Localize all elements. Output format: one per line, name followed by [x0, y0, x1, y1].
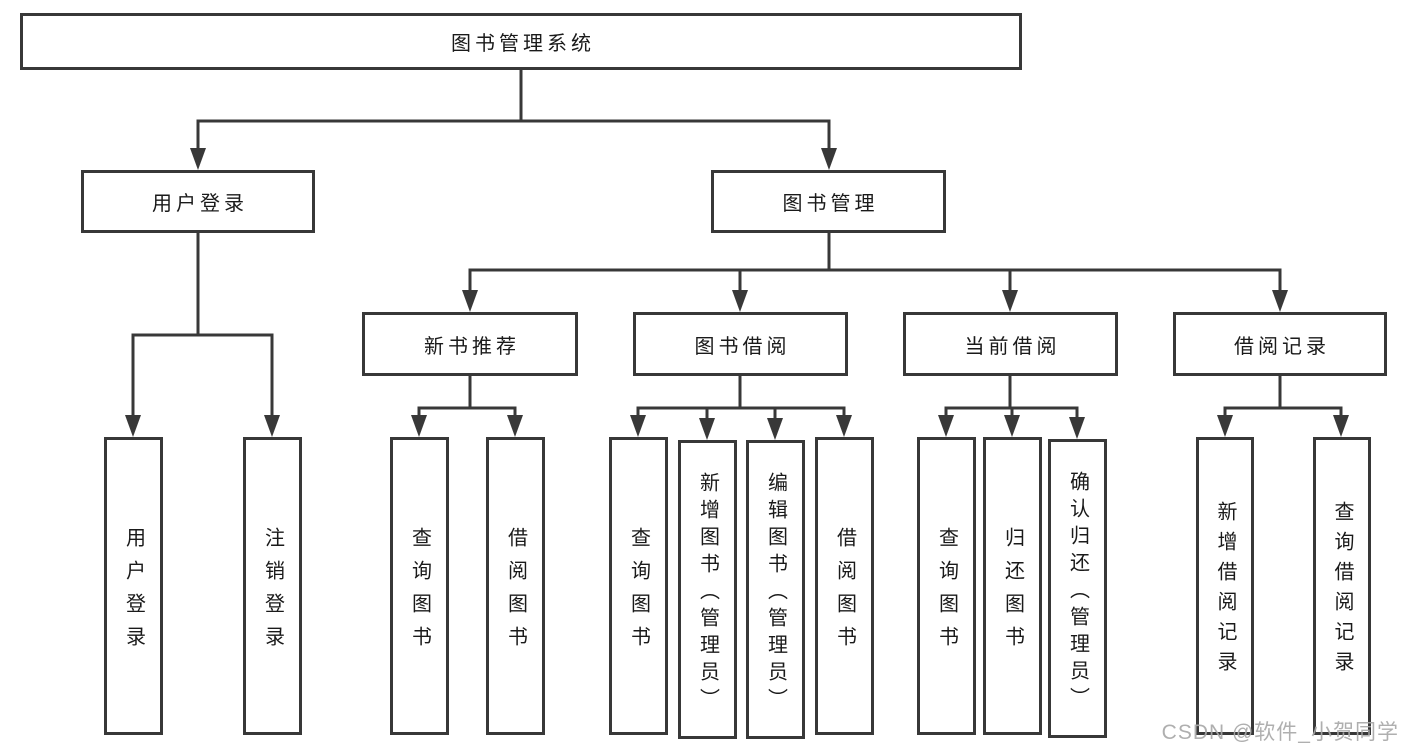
leaf-bb-edit-books-admin: 编辑图书（管理员）: [746, 440, 805, 739]
leaf-br-query-record: 查询借阅记录: [1313, 437, 1371, 735]
arrow-to-current-borrow: [1002, 290, 1018, 312]
arrow-to-leaf-user-login: [125, 415, 141, 437]
leaf-bb-query-books: 查询图书: [609, 437, 668, 735]
arrow-to-user-login: [190, 148, 206, 170]
connector-new-book-children: [411, 374, 523, 437]
arrow-to-nb-query: [411, 415, 427, 437]
node-label: 新增图书（管理员）: [696, 471, 719, 715]
node-label: 归还图书: [1001, 526, 1024, 659]
node-label: 用户登录: [152, 193, 248, 215]
node-user-login: 用户登录: [81, 170, 315, 233]
leaf-bb-add-books-admin: 新增图书（管理员）: [678, 440, 737, 739]
node-library-system: 图书管理系统: [20, 13, 1022, 70]
arrow-to-new-book-recommend: [462, 290, 478, 312]
connector-root-to-level2: [190, 68, 837, 170]
arrow-to-cb-confirm: [1069, 417, 1085, 439]
node-label: 借阅记录: [1234, 335, 1330, 358]
node-label: 注销登录: [261, 526, 284, 659]
node-label: 图书管理: [782, 193, 879, 215]
arrow-to-bb-add: [699, 418, 715, 440]
node-label: 借阅图书: [833, 526, 856, 659]
arrow-to-nb-borrow: [507, 415, 523, 437]
arrow-to-book-borrow: [732, 290, 748, 312]
leaf-nb-query-books: 查询图书: [390, 437, 449, 735]
node-label: 新书推荐: [424, 335, 520, 358]
connector-book-management-children: [462, 231, 1288, 312]
leaf-br-add-record: 新增借阅记录: [1196, 437, 1254, 735]
connector-borrow-records-children: [1217, 374, 1349, 437]
node-label: 编辑图书（管理员）: [764, 471, 787, 715]
node-label: 查询借阅记录: [1331, 501, 1353, 681]
connector-user-login-children: [125, 231, 280, 437]
arrow-to-bb-borrow: [836, 415, 852, 437]
node-label: 图书管理系统: [451, 33, 595, 55]
leaf-nb-borrow-books: 借阅图书: [486, 437, 545, 735]
node-label: 查询图书: [627, 526, 650, 659]
arrow-to-book-management: [821, 148, 837, 170]
arrow-to-br-add: [1217, 415, 1233, 437]
arrow-to-br-query: [1333, 415, 1349, 437]
arrow-to-cb-return: [1004, 415, 1020, 437]
node-label: 确认归还（管理员）: [1066, 470, 1089, 714]
node-new-book-recommend: 新书推荐: [362, 312, 578, 376]
leaf-cb-confirm-return-admin: 确认归还（管理员）: [1048, 439, 1107, 738]
arrow-to-bb-edit: [767, 418, 783, 440]
node-borrow-records: 借阅记录: [1173, 312, 1387, 376]
leaf-cb-query-books: 查询图书: [917, 437, 976, 735]
node-label: 用户登录: [122, 526, 145, 659]
node-current-borrow: 当前借阅: [903, 312, 1118, 376]
watermark: CSDN @软件_小贺同学: [1161, 721, 1399, 744]
arrow-to-borrow-records: [1272, 290, 1288, 312]
node-label: 借阅图书: [504, 526, 527, 659]
leaf-cb-return-books: 归还图书: [983, 437, 1042, 735]
node-book-borrow: 图书借阅: [633, 312, 848, 376]
connector-book-borrow-children: [630, 374, 852, 440]
node-label: 查询图书: [408, 526, 431, 659]
connector-current-borrow-children: [938, 374, 1085, 439]
node-label: 当前借阅: [964, 335, 1061, 358]
node-label: 新增借阅记录: [1214, 501, 1236, 681]
node-book-management: 图书管理: [711, 170, 946, 233]
arrow-to-bb-query: [630, 415, 646, 437]
node-label: 查询图书: [935, 526, 958, 659]
node-label: 图书借阅: [694, 335, 791, 358]
leaf-bb-borrow-books: 借阅图书: [815, 437, 874, 735]
arrow-to-leaf-logout: [264, 415, 280, 437]
arrow-to-cb-query: [938, 415, 954, 437]
leaf-user-login: 用户登录: [104, 437, 163, 735]
leaf-logout: 注销登录: [243, 437, 302, 735]
